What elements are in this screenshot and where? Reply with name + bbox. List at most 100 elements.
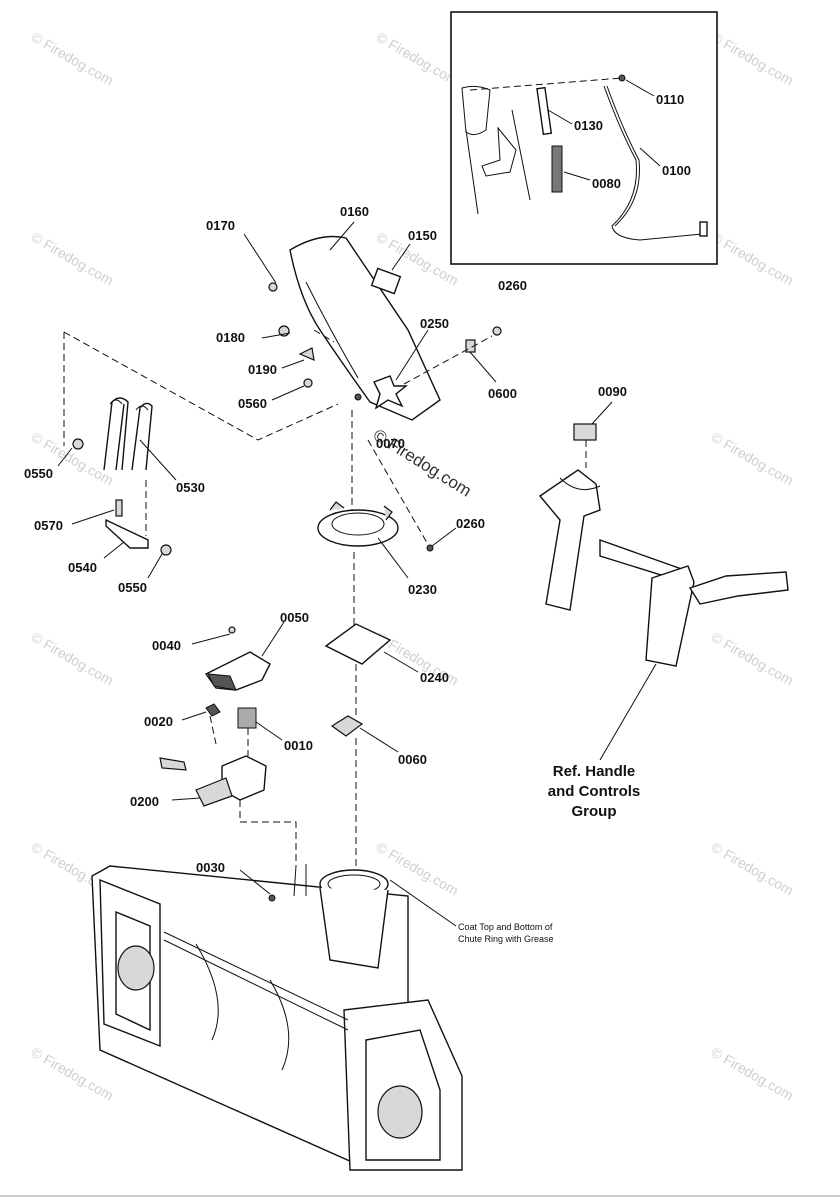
leader-0160 — [329, 221, 355, 251]
nut-0020 — [205, 703, 221, 717]
leader-0110 — [625, 79, 655, 97]
leader-0030 — [239, 869, 271, 895]
inset-dash-top — [469, 77, 623, 91]
chute-base-neck — [319, 887, 389, 969]
inset-cable-0100-b — [606, 85, 640, 227]
inset-cable-end — [699, 221, 708, 237]
screw-0070 — [354, 393, 362, 401]
leader-0550-top — [57, 447, 73, 467]
chute-ring-column: 0230 0260 0240 0060 — [317, 501, 485, 868]
handle-controls-reference: 0090 Ref. Handle and Controls Group — [538, 384, 789, 820]
callout-0060: 0060 — [398, 752, 427, 767]
leader-0090 — [591, 401, 613, 425]
ref-handle-line2: and Controls — [548, 783, 641, 800]
watermark: © Firedog.com — [29, 229, 117, 289]
note-line2: Chute Ring with Grease — [458, 934, 554, 944]
callout-0260-top: 0260 — [498, 278, 527, 293]
motor-mount — [293, 864, 307, 897]
bolt-0570 — [115, 499, 123, 517]
callout-0160: 0160 — [340, 204, 369, 219]
leader-0050 — [261, 621, 285, 657]
bracket-0540 — [105, 518, 149, 549]
nut-0550-top — [72, 438, 84, 450]
star-bracket-0250 — [373, 375, 408, 410]
inset-line — [511, 109, 531, 201]
plate-0240 — [324, 623, 392, 665]
callout-0540: 0540 — [68, 560, 97, 575]
leader-0150 — [391, 243, 411, 271]
deflector-fold — [305, 281, 359, 379]
ref-handle-line1: Ref. Handle — [553, 763, 636, 780]
watermark: © Firedog.com — [374, 29, 462, 89]
watermark: © Firedog.com — [29, 1044, 117, 1104]
leader-0250 — [395, 329, 429, 381]
ring-0230-tabs — [329, 501, 393, 521]
inset-spring-0080 — [551, 145, 563, 193]
watermark: © Firedog.com — [709, 29, 797, 89]
callout-0570: 0570 — [34, 518, 63, 533]
callout-0130: 0130 — [574, 118, 603, 133]
bolt-0190 — [298, 347, 315, 361]
callout-0050: 0050 — [280, 610, 309, 625]
deflector-0160 — [289, 235, 441, 421]
leader-0570 — [71, 509, 115, 525]
auger-curves — [195, 943, 290, 1071]
watermark: © Firedog.com — [709, 629, 797, 689]
leader-0040 — [191, 633, 231, 645]
watermark: © Firedog.com — [709, 839, 797, 899]
callout-0550-bottom: 0550 — [118, 580, 147, 595]
leader-0260-bottom — [431, 527, 457, 547]
dash-deflector-2 — [403, 335, 493, 385]
leader-0200 — [171, 797, 201, 801]
leader-0180 — [261, 332, 291, 339]
dash-deflector-1 — [313, 329, 335, 343]
inset-bracket — [481, 126, 517, 177]
leader-0230 — [377, 537, 409, 579]
housing-rail — [163, 931, 349, 1031]
nut-0550-bottom — [160, 544, 172, 556]
callout-0180: 0180 — [216, 330, 245, 345]
spring-bracket-assembly: 0550 0530 0570 0540 0550 — [24, 331, 339, 595]
leader-0100 — [639, 147, 661, 167]
watermark: © Firedog.com — [709, 429, 797, 489]
watermark: © Firedog.com — [29, 29, 117, 89]
leader-ref — [599, 663, 657, 761]
callout-0190: 0190 — [248, 362, 277, 377]
callout-0240: 0240 — [420, 670, 449, 685]
inset-nut-0110 — [618, 74, 626, 82]
leader-0020 — [181, 711, 207, 721]
switch-0090 — [573, 423, 597, 441]
leader-0080 — [563, 171, 591, 181]
nut-0170 — [268, 282, 278, 292]
dash-motor-1 — [209, 715, 217, 745]
handle-left-post — [538, 469, 601, 611]
leader-0190 — [281, 359, 305, 369]
callout-0150: 0150 — [408, 228, 437, 243]
callout-0020: 0020 — [144, 714, 173, 729]
handle-right-post — [645, 565, 695, 667]
screw-0560 — [303, 378, 313, 388]
inset-cable-0100 — [603, 85, 703, 241]
gear-0010 — [237, 707, 257, 729]
leader-0600 — [469, 351, 497, 383]
watermark: © Firedog.com — [374, 839, 462, 899]
ring-0230-inner — [331, 512, 385, 536]
inset-chute-line — [465, 129, 479, 215]
leader-0170 — [243, 233, 277, 284]
leader-0530 — [139, 439, 177, 481]
right-bearing — [377, 1085, 423, 1139]
watermark: © Firedog.com — [29, 629, 117, 689]
motor-0200 — [195, 777, 233, 807]
callout-0260-bottom: 0260 — [456, 516, 485, 531]
dash-spring-frame — [63, 331, 339, 446]
handle-grip — [688, 571, 789, 605]
callout-0530: 0530 — [176, 480, 205, 495]
leader-0550-bottom — [147, 553, 163, 579]
spring-0530 — [103, 397, 153, 471]
callout-0250: 0250 — [420, 316, 449, 331]
leader-0010 — [255, 721, 283, 741]
inset-chute-edge — [461, 85, 491, 136]
callout-0230: 0230 — [408, 582, 437, 597]
handle-detail — [559, 477, 601, 491]
